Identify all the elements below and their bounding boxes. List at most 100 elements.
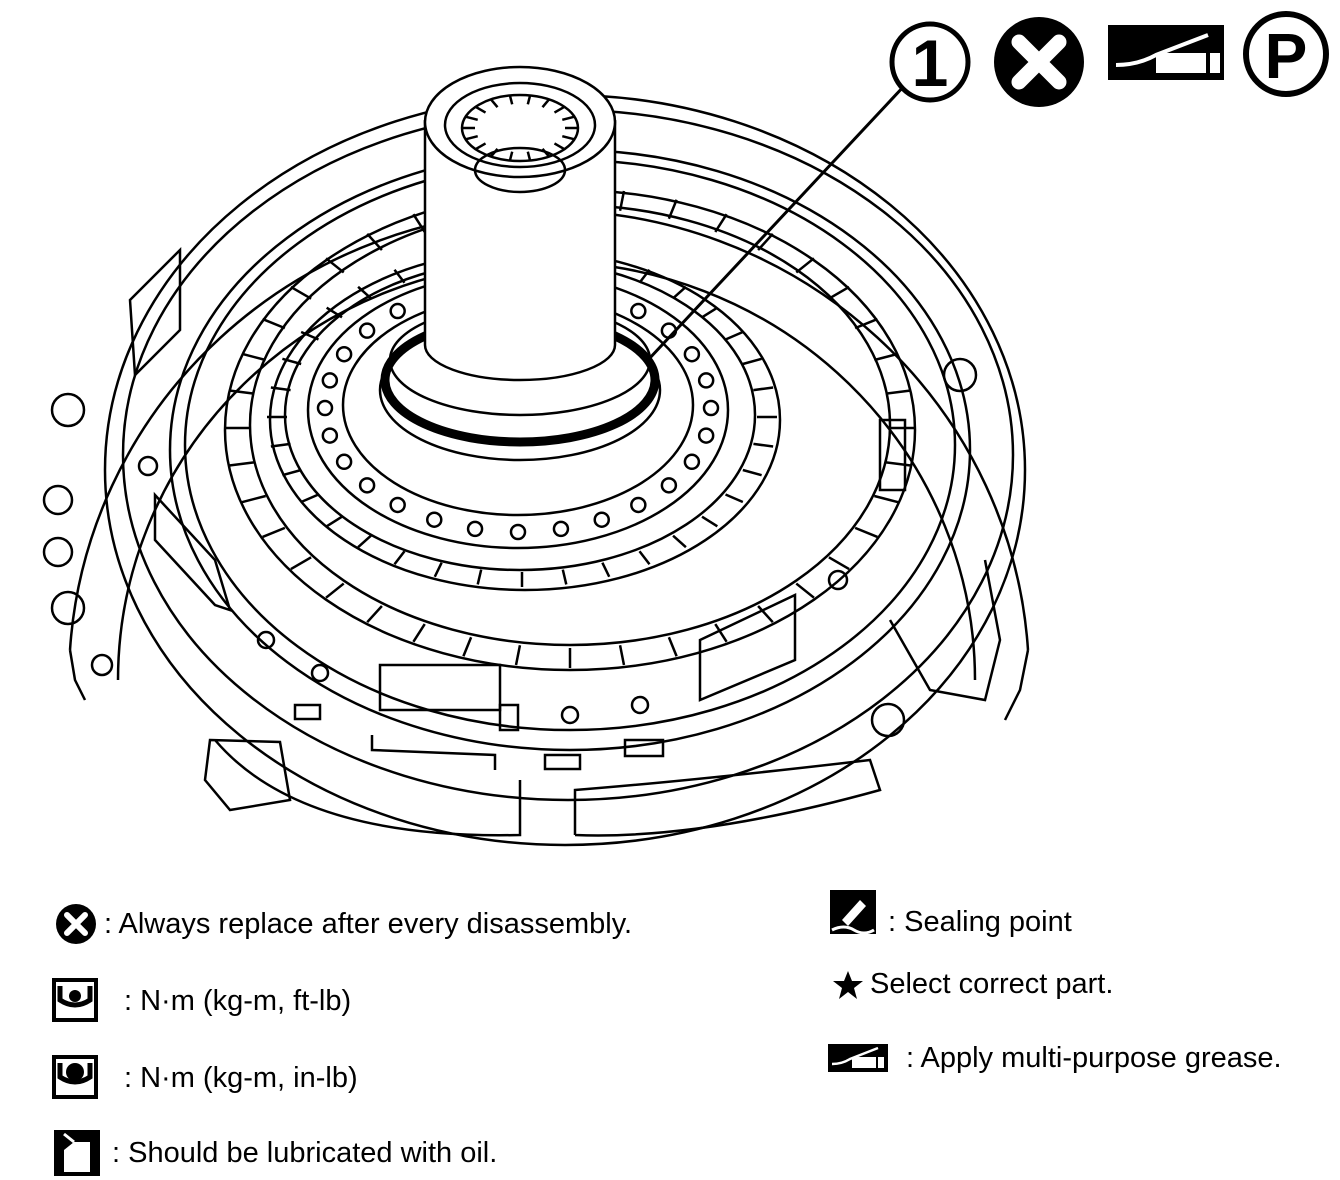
legend-sealing-text: : Sealing point [888,905,1072,938]
gear-tooth [325,257,345,274]
sealing-point-icon [830,890,876,935]
gear-tooth [854,526,878,539]
gear-tooth [874,352,899,362]
gear-tooth [412,213,426,233]
shaft-spline [474,142,487,151]
pump-hole [358,477,376,494]
legend-replace: : Always replace after every disassembly… [52,902,632,946]
pump-hole [426,511,443,528]
stator-shaft [423,120,617,382]
gear-tooth [476,569,483,585]
replace-x-icon [56,904,96,944]
shaft-spline [474,105,487,114]
housing-hole [137,455,159,477]
gear-tooth [714,213,728,233]
pump-hole [593,511,610,528]
gear-tooth [725,330,744,341]
pump-hole [335,345,353,363]
gear-tooth [742,357,762,366]
legend-select-text: Select correct part. [870,968,1114,1000]
gear-tooth [672,285,687,300]
gear-tooth [638,550,651,565]
pump-hole [697,427,715,444]
gear-tooth [701,515,719,528]
gear-tooth [874,494,899,504]
legend-replace-text: : Always replace after every disassembly… [104,907,633,940]
gear-tooth [357,534,372,549]
gear-tooth [667,636,678,657]
pump-hole [335,453,353,471]
legend-sealing: : Sealing point [828,888,1072,940]
shaft-spline [541,147,550,158]
shaft-spline [465,134,479,141]
gear-tooth [672,534,687,549]
gear-tooth [300,493,319,504]
pump-hole [509,523,527,541]
pump-hole [389,496,406,514]
shaft-spline [541,98,550,109]
pump-hole [389,302,406,320]
housing-hole [42,484,74,516]
gear-tooth [885,461,911,467]
legend-torque-inlb-text: : N·m (kg-m, in-lb) [124,1061,358,1094]
gear-tooth [601,562,611,578]
shaft-spline [561,115,575,122]
torque-wrench-icon [52,1055,98,1099]
gear-tooth [325,582,345,599]
shaft-spline [490,98,499,109]
pump-hole [358,322,376,339]
gear-tooth [290,556,312,571]
gear-tooth [262,526,286,539]
pump-hole [316,399,334,417]
p-circle-icon [1243,11,1329,97]
part-1-callout [889,21,971,103]
shaft-spline [490,147,499,158]
torque-wrench-icon [52,978,98,1022]
gear-tooth [618,190,626,211]
gear-tooth [229,389,255,395]
gear-tooth [828,556,850,571]
shaft-spline [465,115,479,122]
gear-tooth [241,494,266,504]
housing-hole [827,569,849,591]
legend-torque-ftlb-text: : N·m (kg-m, ft-lb) [124,984,352,1017]
oil-can-icon [54,1130,100,1176]
gear-tooth [290,285,312,300]
p-label: P [1265,20,1308,92]
grease-gun-icon [1108,25,1224,80]
gear-tooth [282,468,302,477]
gear-tooth [561,569,568,585]
gear-tooth [514,645,522,666]
legend-torque-inlb: : N·m (kg-m, in-lb) [52,1055,358,1101]
legend-torque-ftlb: : N·m (kg-m, ft-lb) [52,978,351,1024]
gear-tooth [462,636,473,657]
shaft-spline [553,142,566,151]
pump-hole [702,399,720,417]
housing-hole [50,590,86,626]
housing-hole [50,392,86,428]
gear-tooth [742,468,762,477]
gear-tooth [241,352,266,362]
pump-hole [683,345,701,363]
legend-select: Select correct part. [832,968,1113,1001]
gear-tooth [725,493,744,504]
legend-grease: : Apply multi-purpose grease. [826,1040,1282,1076]
gear-tooth [753,442,774,448]
gear-tooth [393,550,406,565]
gear-tooth [366,605,383,624]
gear-tooth [366,232,383,251]
shaft-spline [553,105,566,114]
callout-leader [646,83,907,362]
pump-hole [466,520,484,538]
gear-tooth [714,623,728,643]
gear-tooth [618,645,626,666]
star-icon [833,970,863,999]
housing-hole [90,653,114,677]
gear-tooth [229,461,255,467]
gear-tooth [433,562,443,578]
legend-grease-text: : Apply multi-purpose grease. [906,1041,1282,1074]
gear-tooth [795,257,815,274]
gear-tooth [325,515,343,528]
housing-hole [870,702,906,738]
replace-x-icon [994,17,1084,107]
